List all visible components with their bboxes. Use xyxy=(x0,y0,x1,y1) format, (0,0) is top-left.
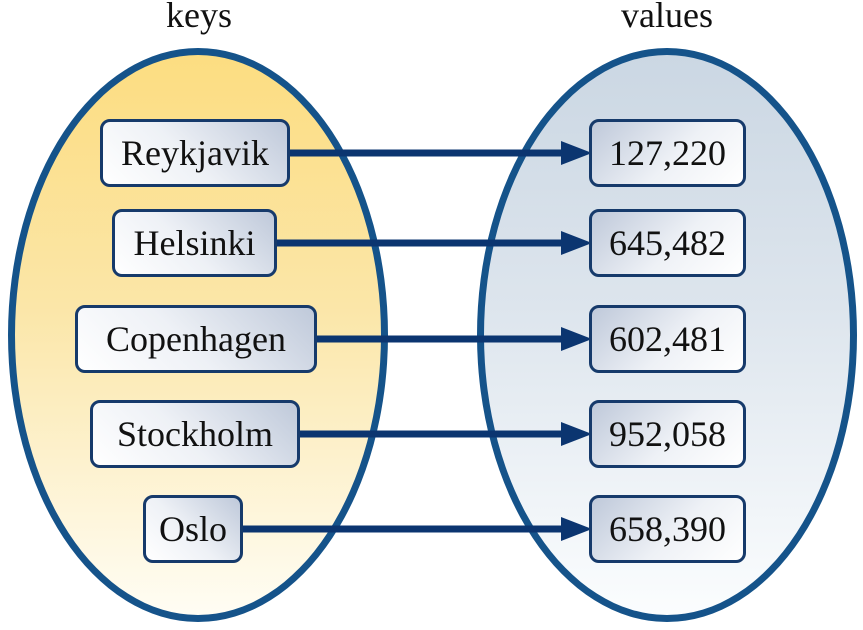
value-box-stockholm-population: 952,058 xyxy=(589,400,746,468)
mapping-arrow xyxy=(233,517,592,541)
key-box-reykjavik: Reykjavik xyxy=(100,119,290,187)
key-box-oslo: Oslo xyxy=(143,495,243,563)
value-box-helsinki-population: 645,482 xyxy=(589,209,746,277)
value-box-copenhagen-population: 602,481 xyxy=(589,305,746,373)
mapping-arrow xyxy=(290,422,592,446)
value-box-reykjavik-population: 127,220 xyxy=(589,119,746,187)
mapping-arrow xyxy=(307,327,592,351)
key-box-helsinki: Helsinki xyxy=(112,209,277,277)
mapping-arrow xyxy=(267,231,592,255)
value-box-oslo-population: 658,390 xyxy=(589,495,746,563)
key-box-copenhagen: Copenhagen xyxy=(75,305,317,373)
mapping-arrow xyxy=(280,141,592,165)
keys-label: keys xyxy=(166,0,232,35)
values-label: values xyxy=(621,0,713,35)
key-box-stockholm: Stockholm xyxy=(90,400,300,468)
